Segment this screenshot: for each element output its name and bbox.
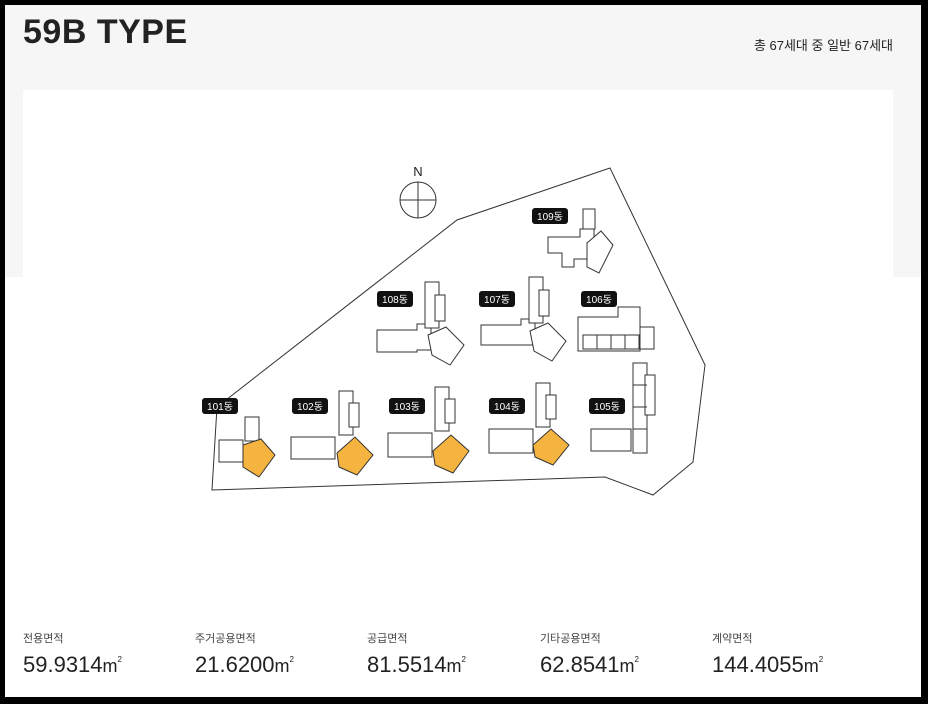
site-plan: N 109동 108동 107동 <box>202 164 706 496</box>
unit-type-title: 59B TYPE <box>23 13 188 51</box>
area-exclusive: 전용면적 59.9314m2 <box>23 630 122 678</box>
area-label: 기타공용면적 <box>540 633 601 645</box>
area-unit: m <box>102 656 118 676</box>
area-value: 144.4055 <box>712 652 804 677</box>
area-unit: m <box>446 656 462 676</box>
unit-type-panel: 59B TYPE 총 67세대 중 일반 67세대 N 109동 108 <box>5 5 921 697</box>
area-value: 59.9314 <box>23 652 103 677</box>
area-supply: 공급면적 81.5514m2 <box>367 630 466 678</box>
area-value: 81.5514 <box>367 652 447 677</box>
building-label-103: 103동 <box>394 401 420 413</box>
area-contract: 계약면적 144.4055m2 <box>712 630 823 678</box>
area-other-common: 기타공용면적 62.8541m2 <box>540 630 639 678</box>
area-info: 전용면적 59.9314m2 주거공용면적 21.6200m2 공급면적 81.… <box>23 630 903 690</box>
building-label-105: 105동 <box>594 401 620 413</box>
area-unit-exponent: 2 <box>117 655 122 664</box>
building-106[interactable]: 106동 <box>577 291 655 352</box>
building-label-108: 108동 <box>382 294 408 306</box>
north-label: N <box>413 164 422 179</box>
area-unit-exponent: 2 <box>289 655 294 664</box>
building-108[interactable]: 108동 <box>376 281 465 366</box>
north-compass: N <box>399 164 437 219</box>
area-unit-exponent: 2 <box>818 655 824 664</box>
area-unit: m <box>619 656 635 676</box>
highlight-unit-102 <box>336 436 374 476</box>
building-105[interactable]: 105동 <box>589 362 656 454</box>
highlight-unit-103 <box>432 434 470 474</box>
building-label-106: 106동 <box>586 294 612 306</box>
highlight-unit-104 <box>532 428 570 466</box>
building-label-102: 102동 <box>297 401 323 413</box>
building-label-104: 104동 <box>494 401 520 413</box>
building-label-101: 101동 <box>207 401 233 413</box>
area-unit: m <box>803 656 819 676</box>
area-label: 전용면적 <box>23 633 64 645</box>
building-label-109: 109동 <box>537 211 563 223</box>
area-unit-exponent: 2 <box>634 655 639 664</box>
area-value: 21.6200 <box>195 652 275 677</box>
highlight-unit-101 <box>242 438 276 478</box>
building-label-107: 107동 <box>484 294 510 306</box>
household-summary: 총 67세대 중 일반 67세대 <box>753 38 893 53</box>
area-label: 주거공용면적 <box>195 633 256 645</box>
area-label: 공급면적 <box>367 633 408 645</box>
area-label: 계약면적 <box>712 633 753 645</box>
area-residential-common: 주거공용면적 21.6200m2 <box>195 630 294 678</box>
site-boundary <box>211 167 706 496</box>
building-109[interactable]: 109동 <box>532 208 614 274</box>
area-value: 62.8541 <box>540 652 620 677</box>
building-102[interactable]: 102동 <box>290 390 374 476</box>
building-104[interactable]: 104동 <box>488 382 570 466</box>
building-107[interactable]: 107동 <box>479 276 567 362</box>
building-101[interactable]: 101동 <box>202 398 276 478</box>
area-unit-exponent: 2 <box>461 655 466 664</box>
area-unit: m <box>274 656 290 676</box>
building-103[interactable]: 103동 <box>387 386 470 474</box>
